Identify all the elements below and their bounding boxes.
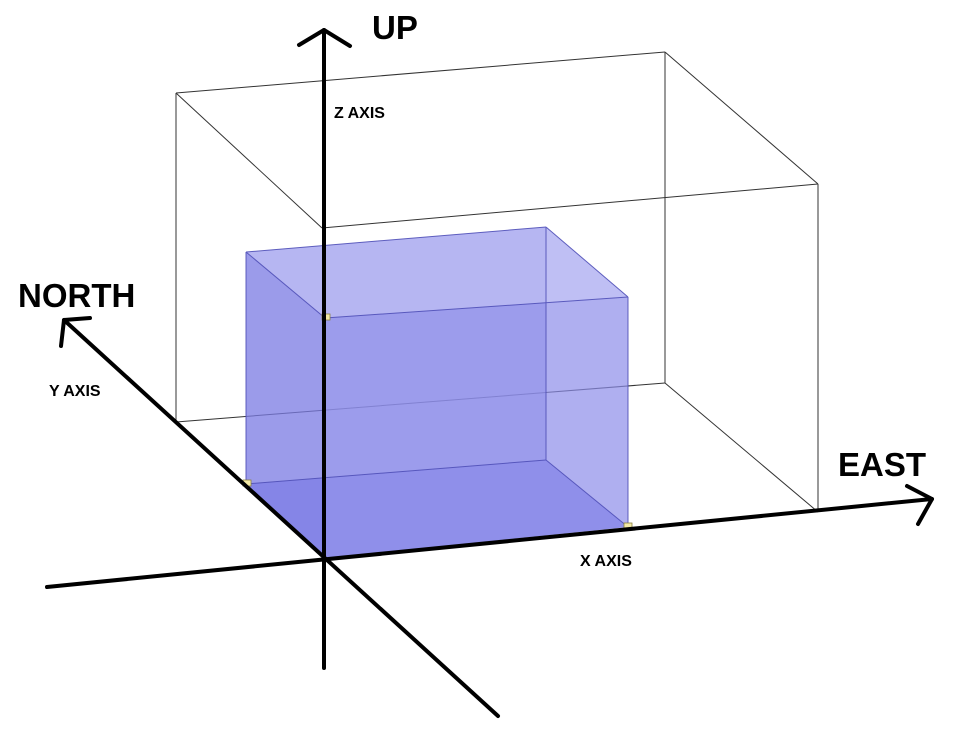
north-arrowhead [59,316,92,348]
z-axis-label: Z AXIS [334,105,385,122]
inner-box-front-face [325,297,628,558]
inner-box-edge [245,459,547,485]
outer-box-edge [321,183,819,229]
outer-box-edge [664,382,819,513]
y-axis-label: Y AXIS [49,383,101,400]
outer-box-edge [664,51,819,185]
x-axis-label: X AXIS [580,553,632,570]
inner-box-edge [545,459,629,528]
inner-box-edge [324,296,629,319]
inner-box-edge [545,226,629,298]
axes [45,28,934,718]
inner-box-top-face [246,227,628,318]
outer-box-edge [175,51,666,94]
up-label: UP [372,9,418,46]
east-arrowhead [905,484,934,526]
north-label: NORTH [18,277,135,314]
outer-wireframe-box [175,51,819,513]
inner-box-edge [245,226,547,253]
east-label: EAST [838,446,926,483]
y-axis-line [62,318,500,718]
outer-box-edge [175,92,323,229]
x-axis-line [45,497,934,589]
inner-box-edge [245,251,326,319]
inner-blue-box [242,226,633,559]
up-arrowhead [297,28,352,48]
